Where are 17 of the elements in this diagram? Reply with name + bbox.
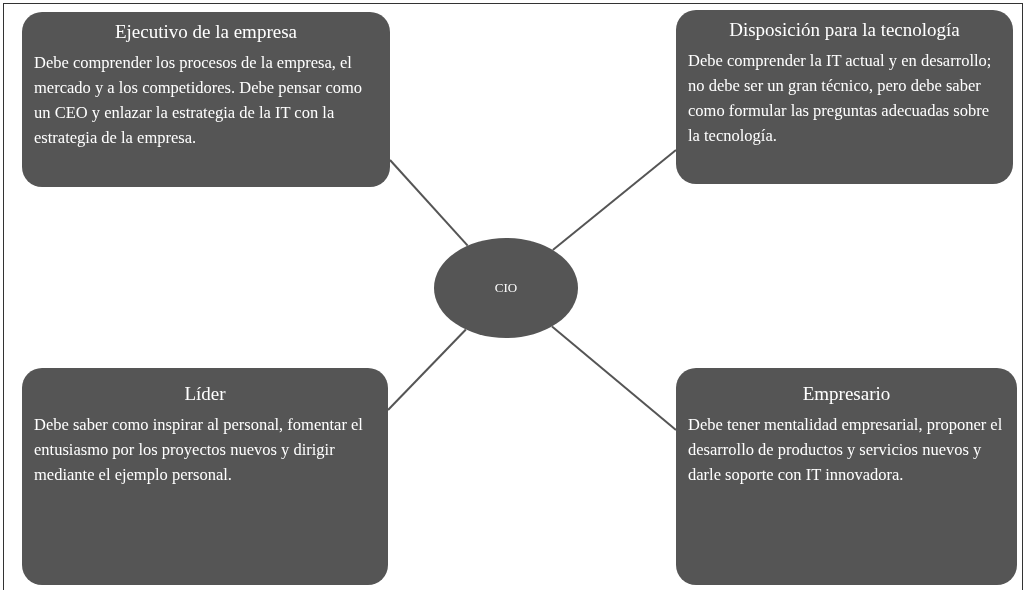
card-description: Debe tener mentalidad empresarial, proponer el desarrollo de productos y servicios nuevos y darle soporte con IT innovadora. [688,414,1004,486]
card-heading: Disposición para la tecnología [728,18,961,42]
connector-line [551,325,677,431]
card-description: Debe comprender la IT actual y en desarrollo; no debe ser un gran técnico, pero debe saber como formular las preguntas adecuadas sobre la tecnología. [688,50,993,147]
card-description: Debe saber como inspirar al personal, fomentar el entusiasmo por los proyectos nuevos y dirigir mediante el ejemplo personal. [34,414,364,486]
card-heading: Ejecutivo de la empresa [114,20,298,44]
connector-line [389,159,469,247]
node-label: CIO [494,280,518,296]
card-heading: Líder [183,382,227,406]
role-card [676,368,1017,585]
role-card [22,12,390,187]
card-description: Debe comprender los procesos de la empresa, el mercado y a los competidores. Debe pensar como un CEO y enlazar la estrategia de la IT con la estrategia de la empresa. [34,52,364,149]
role-card [676,10,1013,184]
card-heading: Empresario [801,382,892,406]
connector-line [551,149,677,251]
role-card [22,368,388,585]
connector-line [387,328,467,411]
